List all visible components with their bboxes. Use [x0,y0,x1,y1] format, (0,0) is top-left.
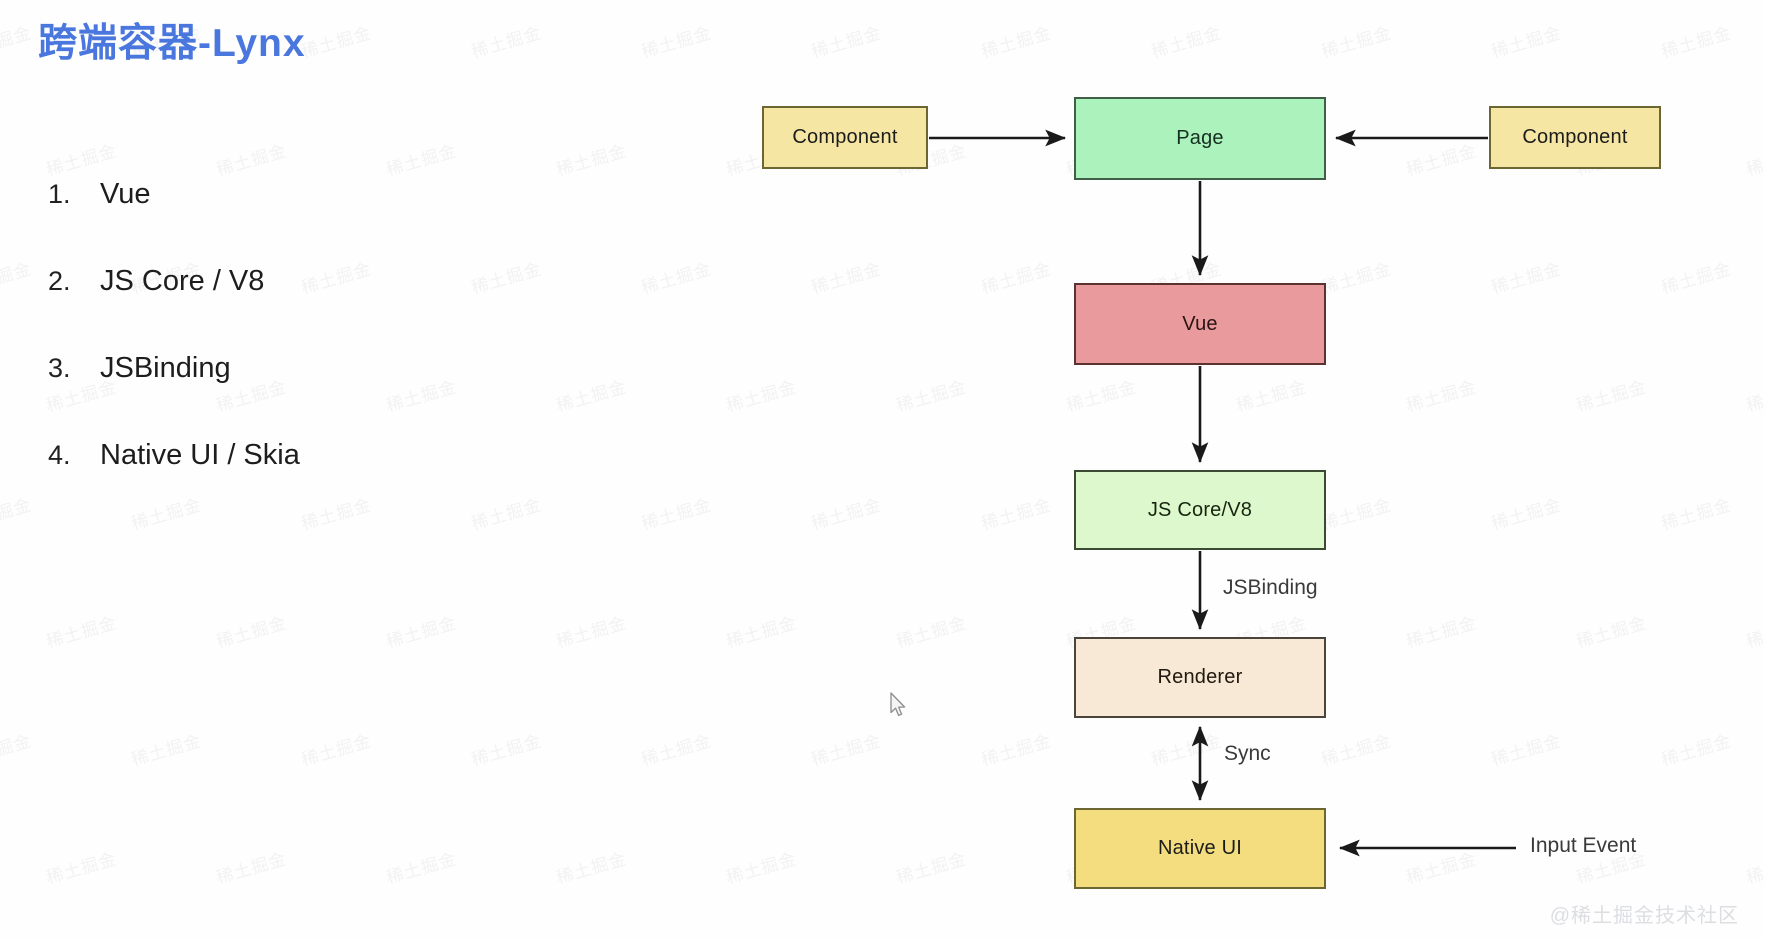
list-item-number: 1. [48,179,71,209]
diagram-node-native-ui[interactable]: Native UI [1074,808,1326,889]
node-label: Renderer [1157,666,1243,688]
corner-watermark: @稀土掘金技术社区 [1549,905,1739,927]
list-item-number: 3. [48,353,71,383]
diagram-node-renderer[interactable]: Renderer [1074,637,1326,718]
list-item-label: Vue [100,178,151,210]
list-item-number: 4. [48,440,71,470]
edge-label-input-event: Input Event [1530,834,1637,857]
page-title: 跨端容器-Lynx [38,22,306,65]
list-item-label: JSBinding [100,352,231,384]
list-item-label: JS Core / V8 [100,265,265,297]
list-item: 1. Vue [48,178,300,265]
node-label: Vue [1182,312,1218,335]
edge-label-jsbinding: JSBinding [1223,576,1318,599]
list-item: 2. JS Core / V8 [48,265,300,352]
list-item: 3. JSBinding [48,352,300,439]
list-item-number: 2. [48,266,71,296]
node-label: Native UI [1157,837,1243,859]
node-label: Page [1176,127,1224,149]
diagram-node-component-left[interactable]: Component [762,106,928,169]
diagram-node-page[interactable]: Page [1074,97,1326,180]
list-item-label: Native UI / Skia [100,439,300,471]
diagram-node-js-core-v8[interactable]: JS Core/V8 [1074,470,1326,550]
diagram-node-component-right[interactable]: Component [1489,106,1661,169]
list-item: 4. Native UI / Skia [48,439,300,526]
node-label: Component [792,126,898,148]
diagram-node-vue[interactable]: Vue [1074,283,1326,365]
numbered-list: 1. Vue 2. JS Core / V8 3. JSBinding 4. N… [48,178,300,526]
edge-label-sync: Sync [1224,742,1271,765]
node-label: Component [1522,126,1628,148]
node-label: JS Core/V8 [1147,498,1253,521]
